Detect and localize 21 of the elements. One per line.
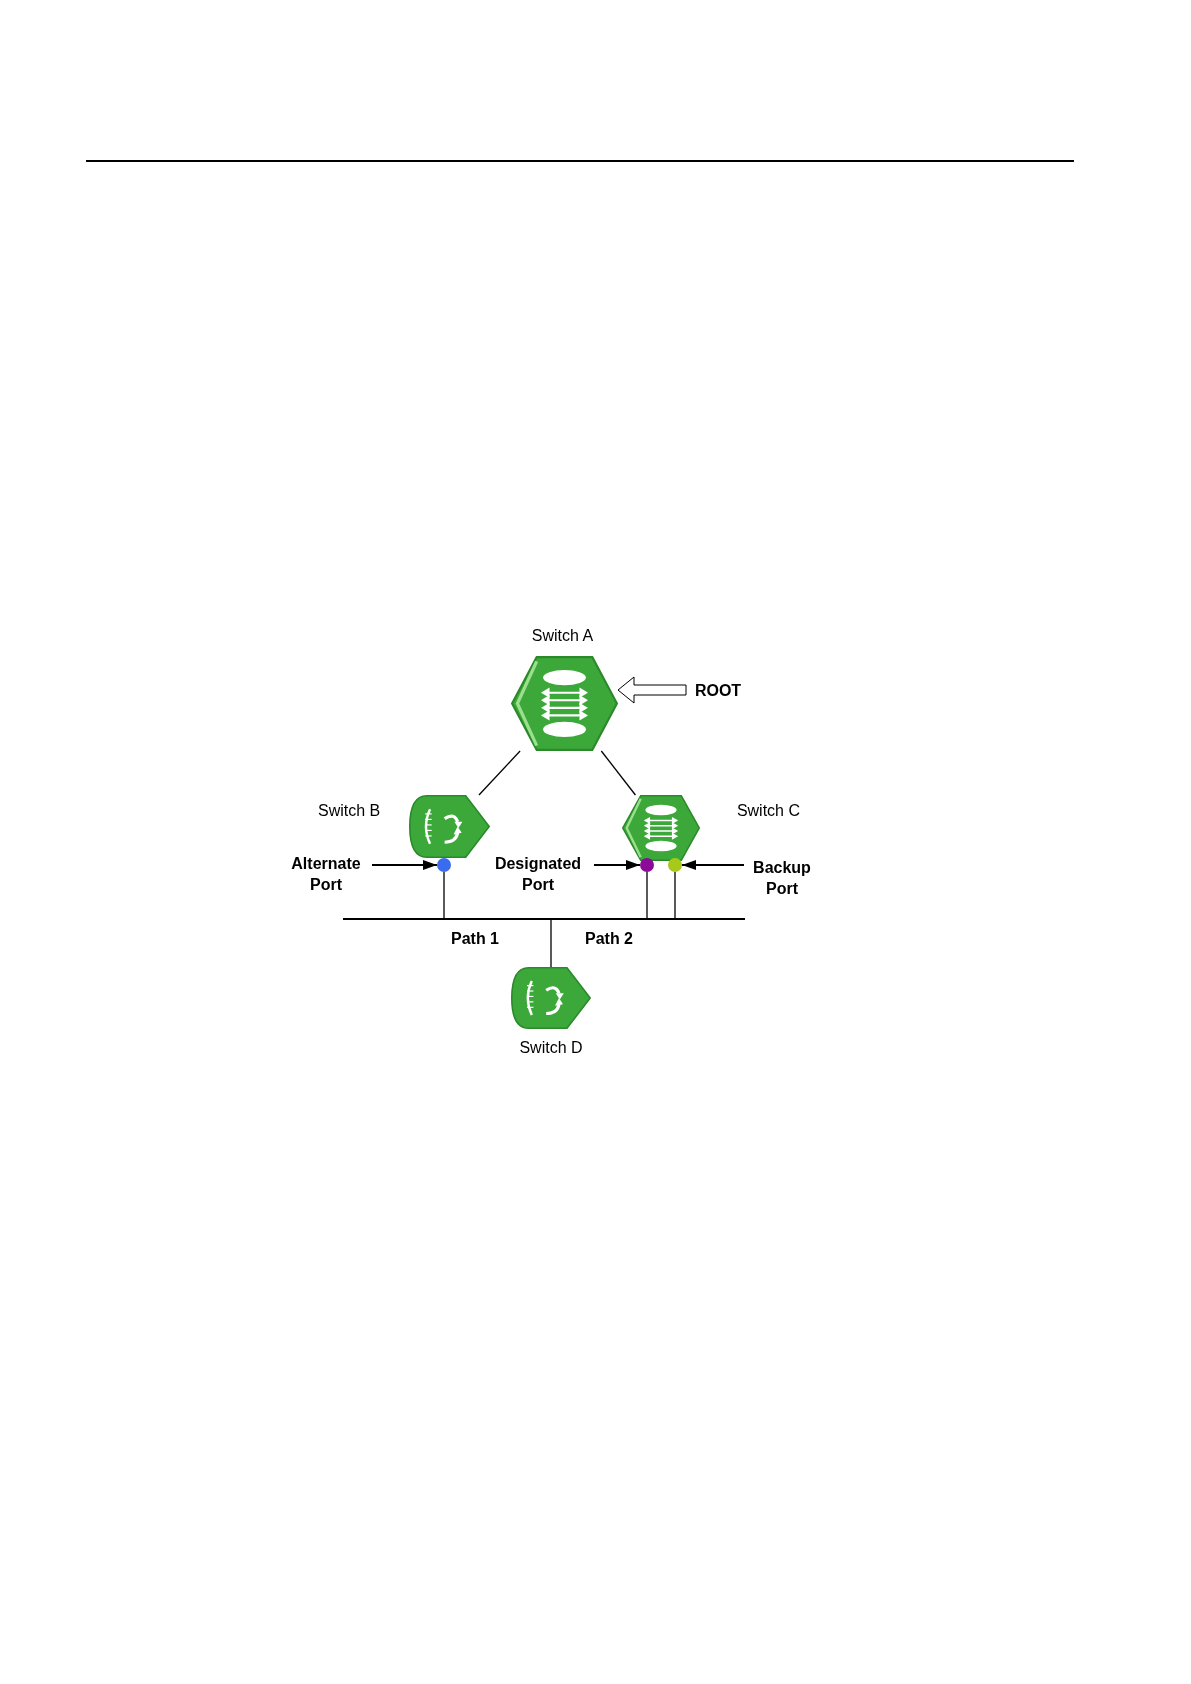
path-label: Path 1 (450, 929, 500, 949)
arrow (593, 860, 641, 870)
port-label: ROOT (686, 679, 750, 701)
connection-line (646, 871, 648, 919)
block-arrow (617, 676, 687, 704)
connection-line (600, 750, 637, 796)
arrow (681, 860, 745, 870)
switch-label: Switch A (530, 626, 595, 646)
path-label: Path 2 (584, 929, 634, 949)
port-label: Backup Port (744, 856, 820, 900)
arrow (371, 860, 438, 870)
port-label: Alternate Port (280, 852, 372, 896)
switch-label: Switch D (518, 1038, 584, 1058)
connection-line (478, 750, 521, 796)
network-segment-line (343, 918, 745, 920)
port-label: Designated Port (482, 852, 594, 896)
switch-label: Switch C (736, 801, 800, 821)
connection-line (674, 871, 676, 919)
switch-label: Switch B (318, 801, 381, 821)
connection-line (550, 919, 552, 968)
connection-line (443, 871, 445, 919)
